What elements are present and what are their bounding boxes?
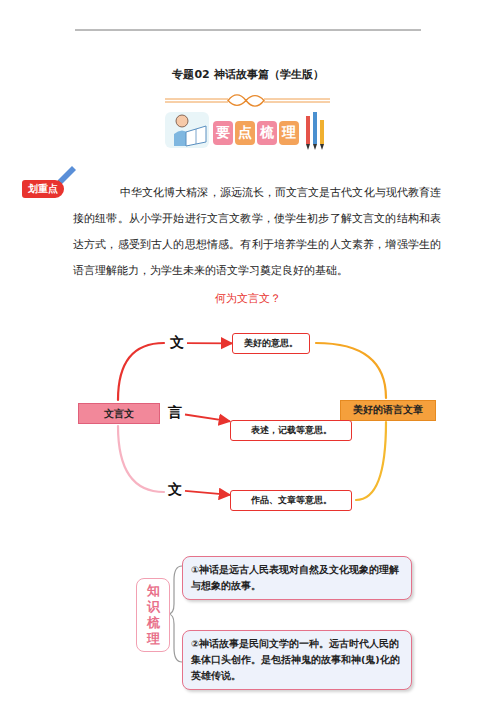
pencil-tip — [306, 144, 310, 150]
node-text: 作品、文章等意思。 — [251, 494, 332, 507]
icon-book-spine — [196, 129, 197, 144]
pencil — [320, 120, 324, 144]
pencil-tip — [320, 144, 324, 150]
icon-head — [176, 115, 188, 127]
knowledge-box: ①神话是远古人民表现对自然及文化现象的理解与想象的故事。 — [182, 556, 412, 600]
knowledge-box: ②神话故事是民间文学的一种。远古时代人民的集体口头创作。是包括神鬼的故事和神(鬼… — [182, 630, 412, 690]
node-text: 美好的语言文章 — [353, 404, 423, 417]
banner-title: 要点梳理 — [213, 121, 305, 145]
node-text: 划重点 — [28, 183, 58, 196]
node-text: 言 — [168, 404, 182, 422]
page-title: 专题02 神话故事篇（学生版） — [0, 67, 496, 82]
result-box: 美好的语言文章 — [340, 400, 436, 421]
ring-arc — [118, 343, 164, 400]
pencil-tip — [313, 144, 317, 150]
pencil — [306, 116, 310, 144]
meaning-box: 美好的意思。 — [232, 333, 310, 354]
arrow-connector — [185, 415, 230, 422]
ring-arc — [356, 422, 386, 500]
badge-tag: 划重点 — [22, 180, 64, 198]
node-text: ①神话是远古人民表现对自然及文化现象的理解与想象的故事。 — [191, 562, 403, 594]
node-text: 文 — [170, 334, 184, 352]
node-text: 表述，记载等意思。 — [251, 424, 332, 437]
bracket — [168, 566, 182, 662]
term-box: 文言文 — [78, 403, 160, 424]
divider-line — [165, 102, 228, 103]
meaning-box: 表述，记载等意思。 — [230, 420, 352, 441]
pencil — [313, 112, 317, 144]
divider-knot — [228, 95, 264, 106]
ring-arc — [316, 343, 386, 398]
connector-layer — [185, 343, 232, 495]
node-text: 知识梳理 — [146, 583, 160, 647]
divider-line — [165, 99, 228, 100]
divider-line — [264, 102, 330, 103]
ornament-divider — [165, 95, 330, 106]
character-label: 言 — [165, 403, 185, 423]
character-label: 文 — [167, 333, 187, 353]
ring-arc — [118, 426, 164, 492]
character-label: 文 — [165, 480, 185, 500]
node-text: 文言文 — [104, 407, 134, 421]
section-heading: 何为文言文？ — [0, 291, 496, 306]
divider-line — [264, 99, 330, 100]
section-tag: 知识梳理 — [136, 578, 170, 652]
arrow-connector — [185, 491, 230, 495]
node-text: 文 — [168, 481, 182, 499]
reader-icon — [165, 112, 209, 148]
meaning-box: 作品、文章等意思。 — [230, 490, 352, 511]
icon-bg — [165, 112, 209, 148]
icon-book — [186, 126, 206, 146]
node-text: ②神话故事是民间文学的一种。远古时代人民的集体口头创作。是包括神鬼的故事和神(鬼… — [191, 636, 403, 684]
node-text: 要点梳理 — [214, 124, 304, 142]
arrow-connector — [187, 342, 232, 344]
node-text: 美好的意思。 — [244, 337, 298, 350]
header-rule — [75, 30, 421, 31]
intro-paragraph: 中华文化博大精深，源远流长，而文言文是古代文化与现代教育连接的纽带。从小学开始进… — [73, 179, 441, 283]
pencil-icon — [306, 112, 324, 150]
